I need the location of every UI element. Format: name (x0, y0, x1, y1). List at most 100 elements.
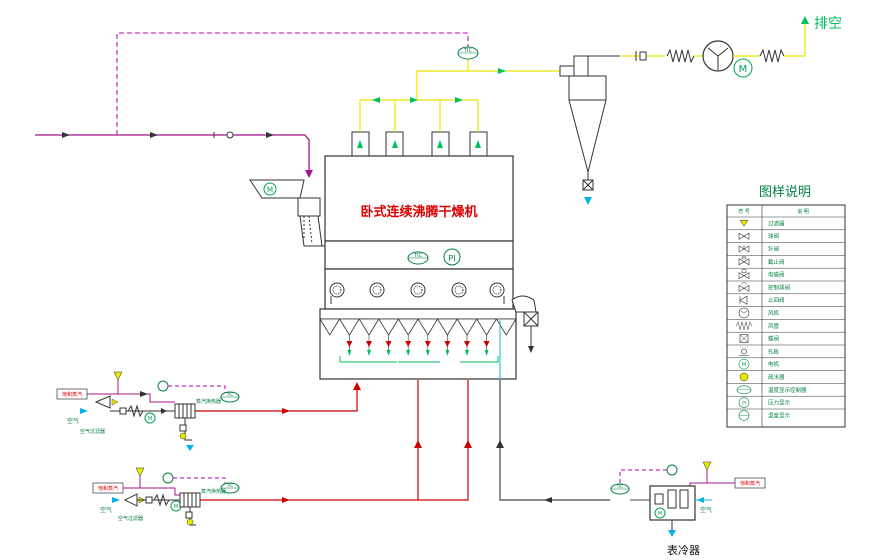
pressure-gauge-icon (157, 380, 169, 392)
air-in-arrow-icon (697, 497, 704, 503)
control-signal-line (168, 385, 226, 393)
legend-item-desc: 风机 (768, 309, 780, 317)
discharge-hood (511, 295, 537, 313)
cell-valve-icon (385, 341, 392, 347)
trap-icon (186, 518, 194, 526)
control-signal-line (619, 469, 667, 484)
legend-item-desc: 止回阀 (768, 296, 785, 304)
legend-item-desc: 针阀 (768, 245, 779, 253)
discharge-arrow-icon (528, 346, 534, 353)
flow-arrow-icon (445, 350, 450, 356)
motor-icon (654, 507, 666, 519)
air-supply-ducts (232, 320, 610, 503)
legend-motor-label: M (742, 362, 746, 368)
chute-hatch (308, 215, 313, 245)
heat-exchanger (174, 403, 196, 419)
flow-arrow-icon (406, 350, 411, 356)
butterfly-valve-icon (739, 334, 749, 343)
filter-icon (113, 371, 123, 381)
cell-valve-icon (483, 341, 490, 347)
flow-arrow-icon (357, 140, 363, 148)
legend-item-desc: 压力显示 (768, 399, 791, 407)
motor-icon (144, 412, 156, 424)
motor-label: M (148, 416, 152, 422)
gate-valve-icon (119, 407, 127, 415)
legend-title: 图样说明 (759, 185, 811, 200)
pressure-gauge-icon (443, 248, 461, 266)
filter-label: 空气过滤器 (118, 515, 143, 522)
air-label: 空气 (700, 506, 712, 514)
steam-line (123, 487, 180, 496)
legend-item-desc: 电磁阀 (768, 271, 785, 279)
duct-yellow (440, 99, 479, 113)
air-filter-icon (123, 493, 138, 507)
sight-glass-icon (369, 282, 385, 298)
ti-label: TIC (226, 392, 234, 397)
solenoid-valve-icon (738, 269, 750, 280)
needle-valve-icon (738, 245, 750, 253)
air-inlet-unit-1: 饱和蒸汽 TIC M 蒸汽换热器 空气 空气过滤器 (56, 371, 240, 451)
dryer-title: 卧式连续沸腾干燥机 (360, 204, 477, 220)
bellows-icon (153, 493, 170, 507)
sight-glass-icon (489, 282, 505, 298)
legend-header-symbol: 符 号 (738, 208, 750, 215)
control-signal-line (173, 477, 226, 484)
sight-glass-inner (413, 285, 423, 295)
bellows-icon (666, 48, 695, 64)
heater-label: 蒸汽换热器 (201, 488, 226, 495)
legend-header-desc: 说 明 (797, 208, 809, 215)
sight-glass-icon (329, 282, 345, 298)
flow-arrow-icon (465, 350, 469, 356)
motor-label: M (267, 186, 273, 194)
flow-arrow-icon (282, 497, 290, 503)
distributor-plate (319, 308, 517, 320)
fan-icon (738, 307, 750, 319)
temp-gauge-icon (738, 410, 750, 421)
air-chamber-funnel (417, 318, 439, 336)
check-valve-icon (739, 295, 748, 305)
legend-item-desc: 风管 (768, 322, 780, 330)
cell-valve-icon (444, 341, 451, 347)
cool-air-duct (499, 380, 610, 501)
air-in-arrow-icon (112, 497, 120, 503)
flow-arrow-icon (367, 350, 371, 356)
legend-item-desc: 蝶阀 (768, 335, 779, 343)
steam-line (689, 482, 735, 490)
cooler-coil (667, 489, 677, 509)
air-in-arrow-icon (80, 408, 88, 414)
legend-pi-label: PI (742, 401, 746, 406)
globe-valve-icon (738, 256, 750, 266)
air-chamber-funnel (495, 318, 517, 336)
feed-hopper (249, 179, 305, 199)
air-label: 空气 (100, 506, 112, 514)
cell-valve-icon (405, 341, 412, 347)
air-label: 空气 (67, 417, 79, 425)
cell-valve-icon (424, 341, 431, 347)
motor-icon (263, 182, 277, 196)
ti-label: TIC (226, 483, 234, 488)
flow-arrow-icon (282, 408, 290, 414)
steam-label: 饱和蒸汽 (740, 480, 760, 487)
legend: 图样说明 符 号 说 明 过滤器球阀针阀截止阀电磁阀控制球阀止回阀风机风管蝶阀孔… (726, 185, 846, 428)
sight-glass-icon (410, 282, 426, 298)
orifice-icon (226, 131, 234, 139)
cyclone-outlet-pipe (573, 55, 589, 77)
steam-label: 饱和蒸汽 (98, 485, 118, 492)
arrow-icon (161, 408, 167, 414)
air-chamber-cells (319, 318, 517, 363)
rotary-feeder (297, 197, 321, 217)
flow-arrow-icon (464, 440, 472, 448)
legend-item-desc: 孔板 (768, 347, 780, 355)
air-chamber-funnel (436, 318, 458, 336)
legend-item-desc: 电机 (768, 360, 780, 368)
air-chamber-box (319, 308, 517, 380)
flow-arrow-icon (425, 350, 430, 356)
feed-line-down (304, 134, 310, 172)
flow-arrow-icon (414, 440, 422, 448)
pressure-gauge-icon (162, 472, 174, 484)
hot-air-duct-1 (232, 385, 358, 412)
cooler-unit: 饱和蒸汽 TIC M 空气 表冷器 (610, 461, 766, 557)
legend-item-desc: 控制球阀 (768, 283, 790, 291)
sight-glass-inner (492, 285, 502, 295)
